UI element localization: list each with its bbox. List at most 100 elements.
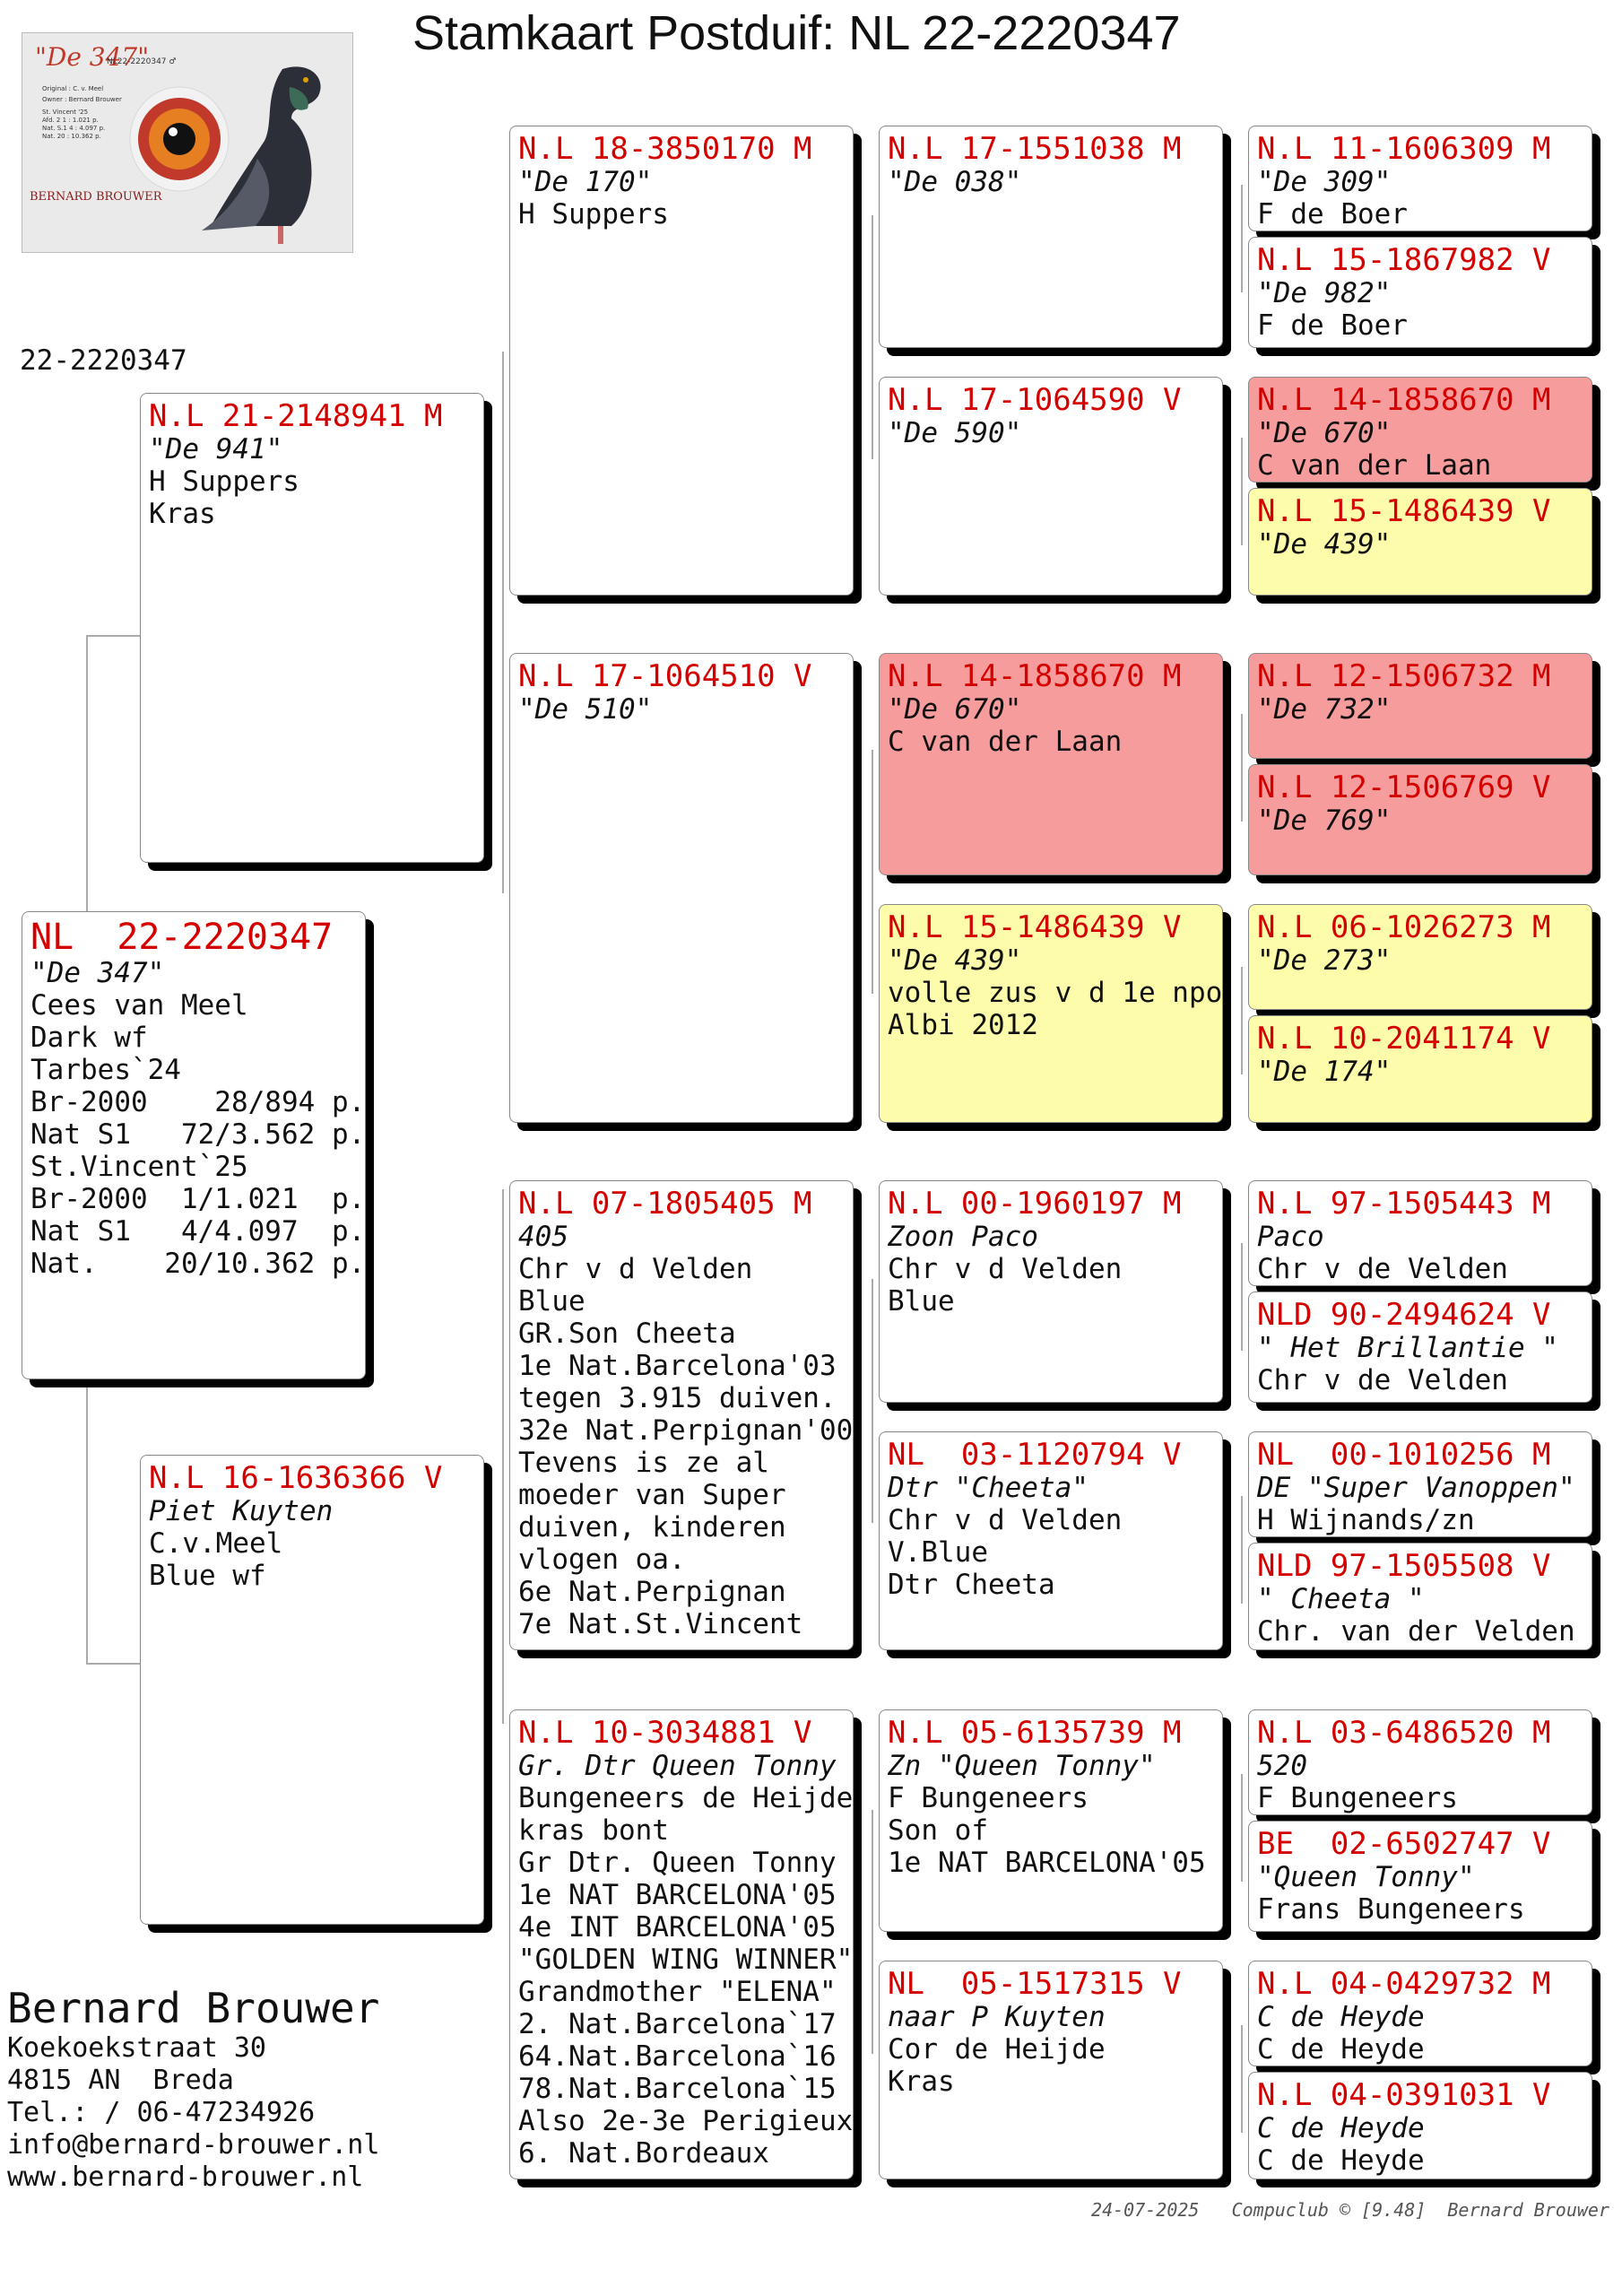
- phone-line: Tel.: / 06-47234926: [7, 2097, 316, 2128]
- great-grandparent-card[interactable]: N.L 10-2041174 V"De 174": [1248, 1015, 1592, 1123]
- pigeon-illustration: "De 347" NL22-2220347 ♂ Original : C. v.…: [22, 33, 352, 252]
- pigeon-nickname: "De 439": [1257, 528, 1392, 561]
- pigeon-detail: Frans Bungeneers: [1257, 1893, 1525, 1926]
- pigeon-nickname: "De 174": [1257, 1056, 1392, 1088]
- photo-info: St. Vincent '25: [42, 109, 88, 116]
- pigeon-nickname: "De 347": [30, 957, 165, 989]
- pigeon-detail: tegen 3.915 duiven.: [518, 1382, 837, 1414]
- pigeon-nickname: Zoon Paco: [888, 1221, 1038, 1253]
- connector-line: [1241, 967, 1243, 1074]
- ring-number: N.L 11-1606309 M: [1257, 131, 1551, 167]
- great-grandparent-card[interactable]: N.L 14-1858670 M"De 670"C van der Laan: [1248, 377, 1592, 483]
- pigeon-detail: 32e Nat.Perpignan'00: [518, 1414, 854, 1447]
- pigeon-detail: Blue: [518, 1285, 585, 1318]
- ancestor-card[interactable]: N.L 17-1064590 V"De 590": [879, 377, 1223, 596]
- great-grandparent-card[interactable]: NLD 97-1505508 V" Cheeta "Chr. van der V…: [1248, 1543, 1592, 1650]
- connector-line: [86, 635, 140, 637]
- pigeon-detail: Blue: [888, 1285, 955, 1318]
- connector-line: [502, 352, 504, 893]
- pigeon-detail: Kras: [149, 498, 216, 530]
- pigeon-detail: Br-2000 28/894 p.: [30, 1086, 366, 1118]
- ancestor-card[interactable]: N.L 17-1551038 M"De 038": [879, 126, 1223, 348]
- pigeon-detail: 1e NAT BARCELONA'05: [888, 1847, 1206, 1879]
- great-grandparent-card[interactable]: BE 02-6502747 V"Queen Tonny"Frans Bungen…: [1248, 1821, 1592, 1932]
- pigeon-nickname: "De 273": [1257, 944, 1392, 977]
- pigeon-detail: 2. Nat.Barcelona`17: [518, 2008, 837, 2040]
- pigeon-detail: 1e Nat.Barcelona'03: [518, 1350, 837, 1382]
- pigeon-detail: volle zus v d 1e npo: [888, 977, 1223, 1009]
- great-grandparent-card[interactable]: N.L 11-1606309 M"De 309"F de Boer: [1248, 126, 1592, 231]
- great-grandparent-card[interactable]: N.L 15-1867982 V"De 982"F de Boer: [1248, 237, 1592, 348]
- pigeon-detail: Chr v d Velden: [518, 1253, 753, 1285]
- pigeon-detail: Cees van Meel: [30, 989, 248, 1022]
- pigeon-detail: H Suppers: [518, 198, 669, 230]
- ring-number: NLD 90-2494624 V: [1257, 1297, 1551, 1333]
- photo-ring: NL22-2220347 ♂: [107, 57, 176, 66]
- ring-number: N.L 14-1858670 M: [1257, 382, 1551, 418]
- pigeon-detail: 64.Nat.Barcelona`16: [518, 2040, 837, 2073]
- pigeon-detail: 4e INT BARCELONA'05: [518, 1911, 837, 1944]
- ring-number: N.L 10-3034881 V: [518, 1715, 812, 1751]
- address-line: 4815 AN Breda: [7, 2065, 234, 2096]
- great-grandparent-card[interactable]: N.L 12-1506769 V"De 769": [1248, 764, 1592, 875]
- breeder-name: Bernard Brouwer: [7, 1984, 380, 2032]
- connector-line: [872, 1279, 873, 1523]
- address-line: Koekoekstraat 30: [7, 2032, 266, 2064]
- pigeon-detail: Cor de Heijde: [888, 2033, 1106, 2066]
- pigeon-nickname: "De 670": [888, 693, 1022, 726]
- ancestor-card[interactable]: N.L 15-1486439 V"De 439"volle zus v d 1e…: [879, 904, 1223, 1123]
- great-grandparent-card[interactable]: N.L 12-1506732 M"De 732": [1248, 653, 1592, 759]
- photo-info: Nat. S.1 4 : 4.097 p.: [42, 125, 105, 132]
- pigeon-detail: Bungeneers de Heijde: [518, 1782, 854, 1814]
- ancestor-card[interactable]: N.L 14-1858670 M"De 670"C van der Laan: [879, 653, 1223, 875]
- ring-number: N.L 21-2148941 M: [149, 398, 443, 434]
- photo-info: Nat. 20 : 10.362 p.: [42, 133, 101, 140]
- pigeon-detail: Dtr Cheeta: [888, 1569, 1055, 1601]
- pigeon-detail: 1e NAT BARCELONA'05: [518, 1879, 837, 1911]
- ring-number: N.L 16-1636366 V: [149, 1460, 443, 1496]
- website-link[interactable]: www.bernard-brouwer.nl: [7, 2161, 364, 2193]
- subject-ring-label: 22-2220347: [20, 344, 187, 377]
- pigeon-detail: 78.Nat.Barcelona`15: [518, 2073, 837, 2105]
- great-grandparent-card[interactable]: N.L 06-1026273 M"De 273": [1248, 904, 1592, 1010]
- photo-info: Original : C. v. Meel: [42, 85, 103, 92]
- pigeon-detail: V.Blue: [888, 1536, 988, 1569]
- pigeon-detail: duiven, kinderen: [518, 1511, 786, 1544]
- ring-number: NL 00-1010256 M: [1257, 1437, 1551, 1473]
- ring-number: N.L 10-2041174 V: [1257, 1021, 1551, 1057]
- great-grandparent-card[interactable]: NLD 90-2494624 V" Het Brillantie "Chr v …: [1248, 1292, 1592, 1403]
- pigeon-detail: 7e Nat.St.Vincent: [518, 1608, 803, 1640]
- connector-line: [1241, 1496, 1243, 1604]
- pigeon-nickname: "De 309": [1257, 166, 1392, 198]
- pigeon-detail: Chr v de Velden: [1257, 1253, 1508, 1285]
- pigeon-detail: C van der Laan: [888, 726, 1123, 758]
- footer-credit: 24-07-2025 Compuclub © [9.48] Bernard Br…: [1091, 2199, 1609, 2221]
- pigeon-detail: Tarbes`24: [30, 1054, 181, 1086]
- pigeon-detail: GR.Son Cheeta: [518, 1318, 736, 1350]
- email-link[interactable]: info@bernard-brouwer.nl: [7, 2129, 380, 2161]
- photo-brand: BERNARD BROUWER: [30, 190, 163, 204]
- connector-line: [1241, 185, 1243, 292]
- grandfather-paternal-card[interactable]: N.L 18-3850170 M"De 170"H Suppers: [509, 126, 854, 596]
- ring-number: N.L 00-1960197 M: [888, 1186, 1182, 1222]
- grandmother-paternal-card[interactable]: N.L 17-1064510 V"De 510": [509, 653, 854, 1123]
- great-grandparent-card[interactable]: N.L 15-1486439 V"De 439": [1248, 488, 1592, 596]
- pigeon-nickname: "De 941": [149, 433, 283, 465]
- ring-number: N.L 12-1506769 V: [1257, 770, 1551, 805]
- pigeon-detail: Chr v de Velden: [1257, 1364, 1508, 1396]
- ring-number: N.L 18-3850170 M: [518, 131, 812, 167]
